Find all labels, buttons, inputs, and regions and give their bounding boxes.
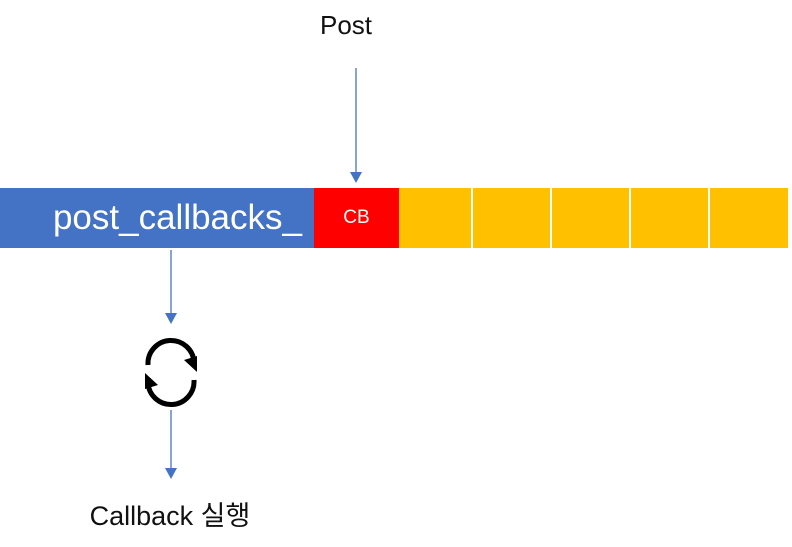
cb-slot: CB	[314, 188, 399, 248]
queue-head: post_callbacks_	[0, 188, 314, 248]
post-arrow	[350, 68, 362, 183]
refresh-cycle-icon	[145, 337, 197, 408]
empty-slot	[710, 188, 788, 248]
post-label: Post	[319, 10, 373, 40]
empty-slot	[473, 188, 550, 248]
execute-arrow	[165, 410, 177, 479]
execute-label: Callback 실행	[89, 501, 251, 531]
dequeue-arrow	[165, 250, 177, 324]
empty-slot	[552, 188, 629, 248]
empty-slot	[399, 188, 471, 248]
empty-slot	[631, 188, 708, 248]
